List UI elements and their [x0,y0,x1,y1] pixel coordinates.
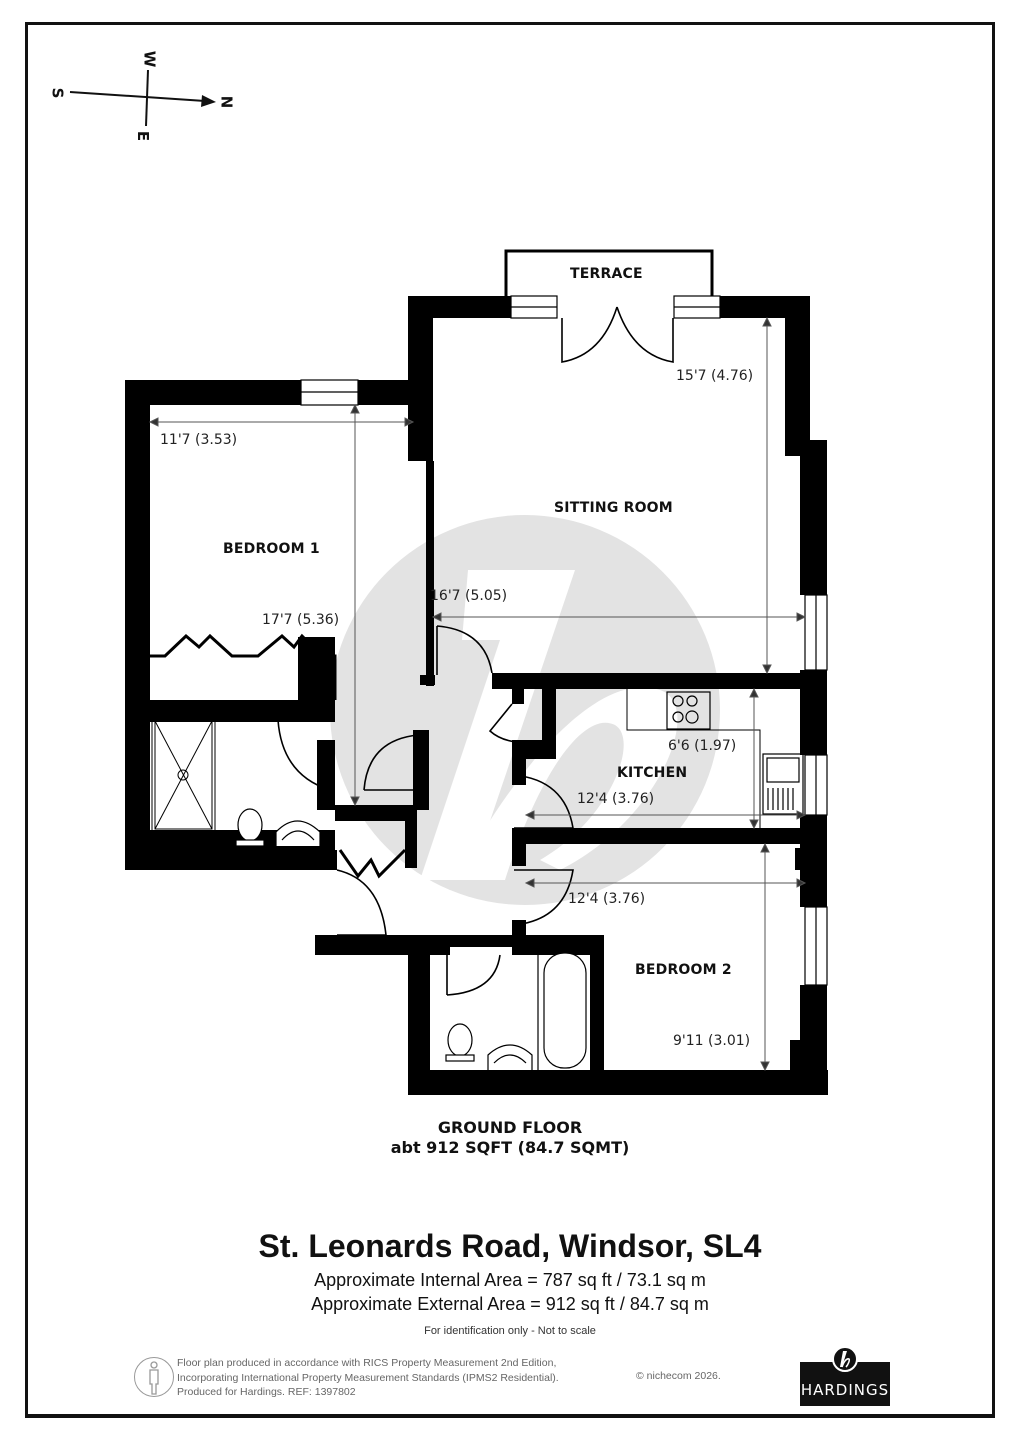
ensuite-basin-icon [275,820,321,846]
dim-kitchen-depth: 6'6 (1.97) [668,738,737,754]
footer-line-2: Incorporating International Property Mea… [177,1371,559,1384]
dim-sitting-room-depth: 15'7 (4.76) [676,368,754,384]
doors [277,306,674,996]
bathroom-basin-icon [487,1044,533,1070]
room-label-terrace: TERRACE [570,266,643,282]
compass-west-label: W [140,50,159,68]
windows [300,295,828,986]
terrace-outline [504,249,714,296]
dim-bedroom-2-depth: 9'11 (3.01) [673,1033,751,1049]
floor-area: abt 912 SQFT (84.7 SQMT) [390,1138,630,1157]
external-area: Approximate External Area = 912 sq ft / … [311,1294,709,1314]
dim-kitchen-width: 12'4 (3.76) [577,791,655,807]
room-label-sitting-room: SITTING ROOM [554,500,673,516]
brand-name: HARDINGS [800,1381,890,1399]
hob-icon [666,691,711,730]
footer-line-1: Floor plan produced in accordance with R… [177,1357,557,1369]
page-border [25,22,995,1418]
bathroom-toilet-icon [445,1023,475,1062]
dim-sitting-room-width: 16'7 (5.05) [430,588,508,604]
compass-south-label: S [48,87,67,99]
copyright: © nichecom 2026. [636,1370,721,1382]
info-circle-icon [134,1357,174,1397]
floor-name: GROUND FLOOR [437,1118,583,1137]
dimension-lines [148,316,807,1072]
dim-bedroom-1-depth: 17'7 (5.36) [262,612,340,628]
kitchen-counter [626,689,761,828]
hardings-monogram-icon [832,1346,858,1372]
internal-area: Approximate Internal Area = 787 sq ft / … [314,1270,706,1290]
compass-north-label: N [217,95,236,109]
property-address: St. Leonards Road, Windsor, SL4 [258,1228,762,1264]
scale-disclaimer: For identification only - Not to scale [424,1325,596,1337]
sink-icon [762,753,804,815]
footer-note: Floor plan produced in accordance with R… [177,1356,559,1400]
wardrobe [150,633,407,879]
room-label-bedroom-2: BEDROOM 2 [635,962,732,978]
dim-bedroom-2-width: 12'4 (3.76) [568,891,646,907]
room-label-bedroom-1: BEDROOM 1 [223,541,320,557]
walls [125,296,828,1095]
bathtub-icon [537,952,587,1070]
ensuite-toilet-icon [235,808,265,847]
room-label-kitchen: KITCHEN [617,765,688,781]
footer-line-3: Produced for Hardings. REF: 1397802 [177,1386,356,1398]
compass-icon [69,69,216,127]
compass-east-label: E [134,130,153,142]
shower-tray-icon [151,717,216,833]
dim-bedroom-1-width: 11'7 (3.53) [160,432,238,448]
